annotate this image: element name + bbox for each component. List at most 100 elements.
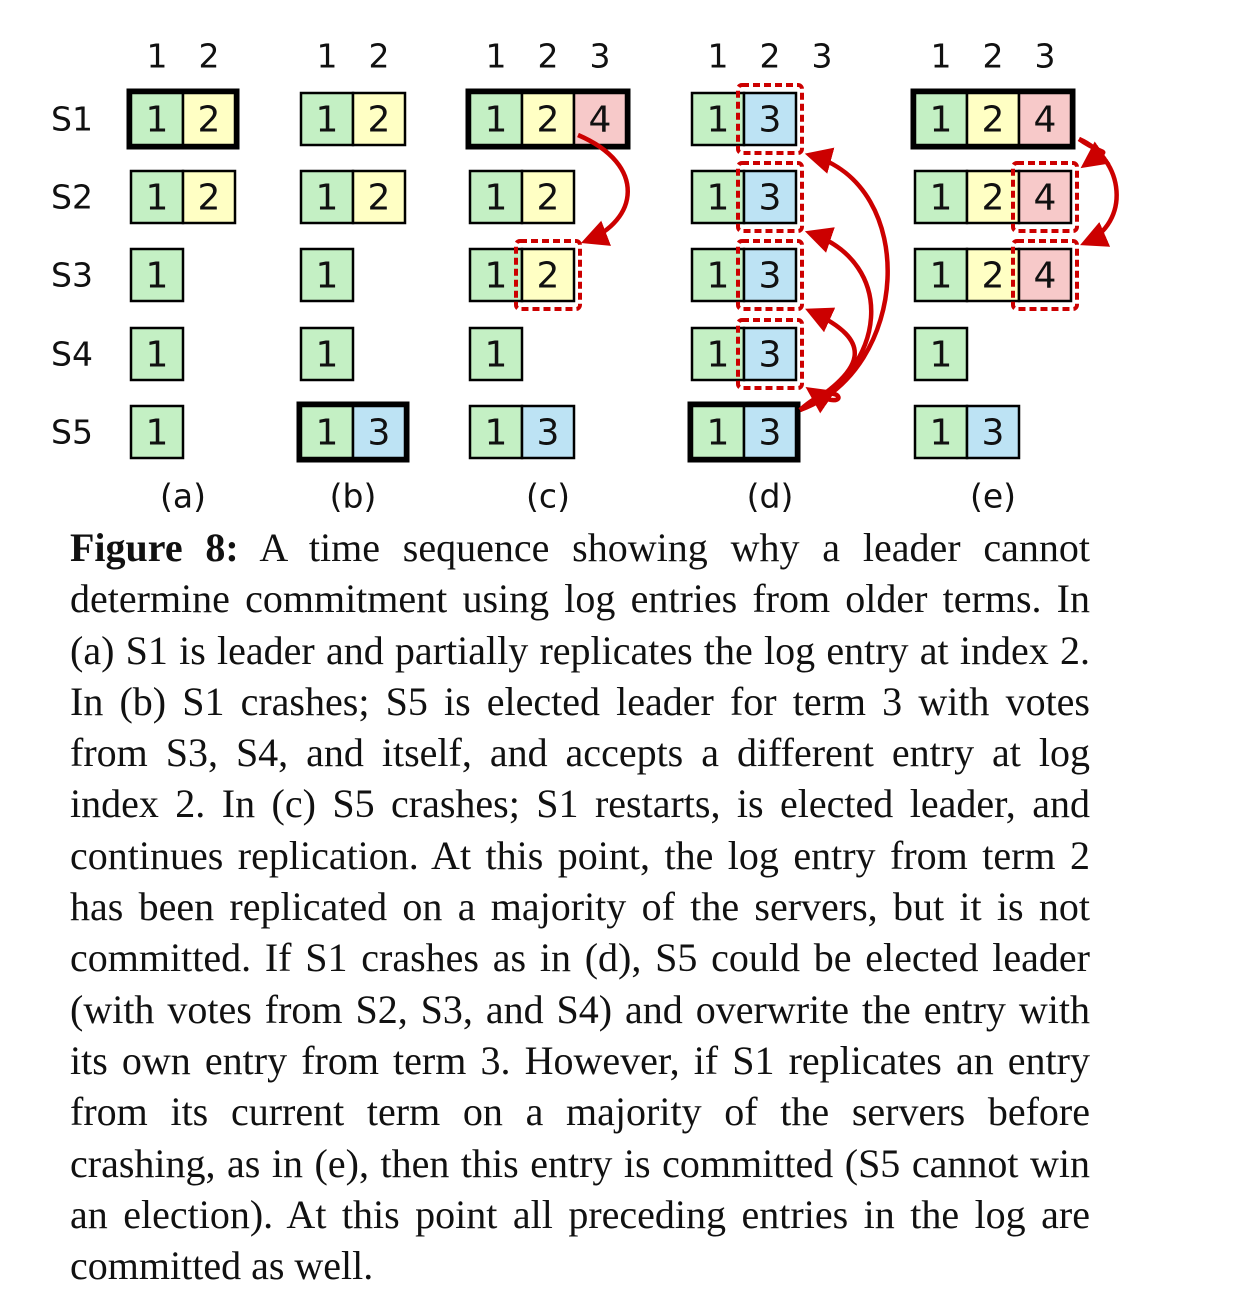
log-entry-value: 2 <box>982 178 1005 219</box>
log-entry-value: 2 <box>982 256 1005 297</box>
highlight-box <box>736 239 804 311</box>
log-entry-term-3 <box>965 404 1021 460</box>
server-label-s4: S4 <box>51 335 93 374</box>
log-entry-value: 1 <box>485 178 508 219</box>
log-entry-value: 1 <box>316 100 339 141</box>
log-entry-value: 2 <box>368 100 391 141</box>
server-label-s2: S2 <box>51 178 93 217</box>
log-entry-value: 3 <box>537 413 560 454</box>
log-entry-term-1 <box>129 326 185 382</box>
log-entry-term-2 <box>965 247 1021 303</box>
log-entry-value: 1 <box>707 100 730 141</box>
log-entry-value: 1 <box>707 178 730 219</box>
panel-label: (b) <box>330 477 377 516</box>
log-entry-term-3 <box>742 91 798 147</box>
log-entry-value: 1 <box>707 335 730 376</box>
index-label: 2 <box>983 37 1004 76</box>
log-entry-term-1 <box>913 326 969 382</box>
caption-text: A time sequence showing why a leader can… <box>70 525 1091 1289</box>
figure-caption: Figure 8: A time sequence showing why a … <box>70 522 1090 1291</box>
log-entry-value: 1 <box>930 256 953 297</box>
log-entry-value: 1 <box>316 256 339 297</box>
log-entry-value: 2 <box>537 100 560 141</box>
log-entry-term-1 <box>468 247 524 303</box>
log-entry-value: 1 <box>146 256 169 297</box>
panel-label: (e) <box>970 477 1016 516</box>
log-entry-value: 1 <box>485 100 508 141</box>
log-entry-value: 2 <box>982 100 1005 141</box>
leader-outline <box>687 401 801 463</box>
log-entry-value: 2 <box>198 178 221 219</box>
log-entry-value: 3 <box>759 413 782 454</box>
panel-label: (d) <box>747 477 794 516</box>
log-entry-term-4 <box>1017 247 1073 303</box>
highlight-box <box>736 318 804 390</box>
log-entry-value: 3 <box>759 256 782 297</box>
log-entry-term-1 <box>468 326 524 382</box>
log-entry-term-4 <box>1017 169 1073 225</box>
log-entry-term-1 <box>299 247 355 303</box>
panel-label: (c) <box>526 477 570 516</box>
index-label: 3 <box>1035 37 1056 76</box>
leader-outline <box>910 88 1076 150</box>
log-entry-value: 3 <box>759 335 782 376</box>
log-entry-value: 1 <box>316 178 339 219</box>
index-label: 3 <box>590 37 611 76</box>
replication-arrow-s1-to-s3 <box>577 132 630 246</box>
leader-outline <box>465 88 631 150</box>
log-entry-term-3 <box>742 247 798 303</box>
server-label-s3: S3 <box>51 256 93 295</box>
leader-outline <box>126 88 240 150</box>
log-entry-value: 2 <box>537 256 560 297</box>
log-entry-value: 1 <box>485 256 508 297</box>
server-label-s5: S5 <box>51 413 93 452</box>
index-label: 1 <box>708 37 729 76</box>
log-entry-value: 2 <box>368 178 391 219</box>
log-entry-term-1 <box>299 169 355 225</box>
log-entry-term-2 <box>520 247 576 303</box>
log-entry-value: 1 <box>930 100 953 141</box>
log-entry-term-3 <box>520 404 576 460</box>
log-entry-term-4 <box>1017 91 1073 147</box>
caption-title: Figure 8: <box>70 525 239 570</box>
log-entry-value: 1 <box>707 413 730 454</box>
log-entry-term-2 <box>520 169 576 225</box>
log-entry-term-2 <box>181 169 237 225</box>
log-entry-term-1 <box>913 404 969 460</box>
log-entry-value: 3 <box>368 413 391 454</box>
highlight-box <box>1011 161 1079 233</box>
log-entry-term-2 <box>351 169 407 225</box>
log-entry-term-1 <box>299 326 355 382</box>
log-entry-value: 1 <box>146 335 169 376</box>
log-entry-value: 1 <box>707 256 730 297</box>
index-label: 1 <box>486 37 507 76</box>
replication-arrow-s1-to-s3 <box>1078 136 1119 247</box>
log-entry-term-1 <box>129 247 185 303</box>
log-entry-term-3 <box>742 169 798 225</box>
index-label: 1 <box>931 37 952 76</box>
index-label: 2 <box>369 37 390 76</box>
log-entry-value: 4 <box>1034 100 1057 141</box>
log-entry-value: 1 <box>485 413 508 454</box>
log-entry-value: 1 <box>146 178 169 219</box>
replication-arrow-s5-to-s1 <box>799 147 890 413</box>
log-entry-term-1 <box>299 91 355 147</box>
log-entry-term-3 <box>742 326 798 382</box>
index-label: 1 <box>147 37 168 76</box>
highlight-box <box>514 239 582 311</box>
log-entry-value: 3 <box>759 178 782 219</box>
log-entry-value: 3 <box>759 100 782 141</box>
server-label-s1: S1 <box>51 100 93 139</box>
index-label: 1 <box>317 37 338 76</box>
log-entry-value: 4 <box>1034 256 1057 297</box>
log-entry-value: 2 <box>537 178 560 219</box>
log-entry-value: 1 <box>485 335 508 376</box>
